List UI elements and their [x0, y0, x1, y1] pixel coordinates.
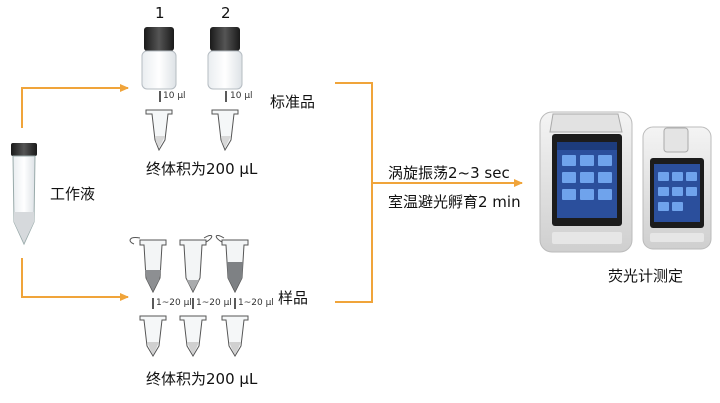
samples-label: 样品 [278, 289, 309, 307]
sample-tube-3 [215, 235, 249, 294]
vortex-step-label: 涡旋振荡2~3 sec [388, 164, 510, 182]
final-volume-label-top: 终体积为200 µL [146, 160, 258, 178]
tube-number-1: 1 [155, 4, 165, 22]
sample-pcr-tube-2 [179, 315, 207, 357]
sample-volume-2: 1~20 µl [196, 298, 232, 308]
arrow-to-standards [21, 84, 129, 128]
sample-volume-3: 1~20 µl [238, 298, 274, 308]
standard-volume-1: 10 µl [163, 91, 186, 101]
fluorometer-label: 荧光计测定 [608, 267, 684, 285]
arrow-to-samples [21, 258, 129, 301]
final-volume-label-bottom: 终体积为200 µL [146, 370, 258, 388]
standard-pcr-tube-2 [211, 109, 239, 152]
incubation-step-label: 室温避光孵育2 min [388, 193, 521, 211]
working-solution-label: 工作液 [50, 185, 96, 203]
sample-tube-1 [129, 237, 167, 294]
sample-tube-2 [179, 235, 213, 294]
sample-pcr-tube-1 [139, 315, 167, 357]
sample-volume-1: 1~20 µl [156, 298, 192, 308]
tube-number-2: 2 [221, 4, 231, 22]
fluorometer-small [642, 126, 712, 250]
standards-label: 标准品 [270, 93, 316, 111]
arrow-to-fluorometer [335, 82, 523, 303]
sample-pcr-tube-3 [221, 315, 249, 357]
fluorometer-large [539, 111, 633, 253]
working-solution-tube [11, 143, 37, 246]
standard-pcr-tube-1 [145, 109, 173, 152]
standard-bottle-1 [141, 27, 177, 90]
standard-volume-2: 10 µl [230, 91, 253, 101]
standard-bottle-2 [207, 27, 243, 90]
